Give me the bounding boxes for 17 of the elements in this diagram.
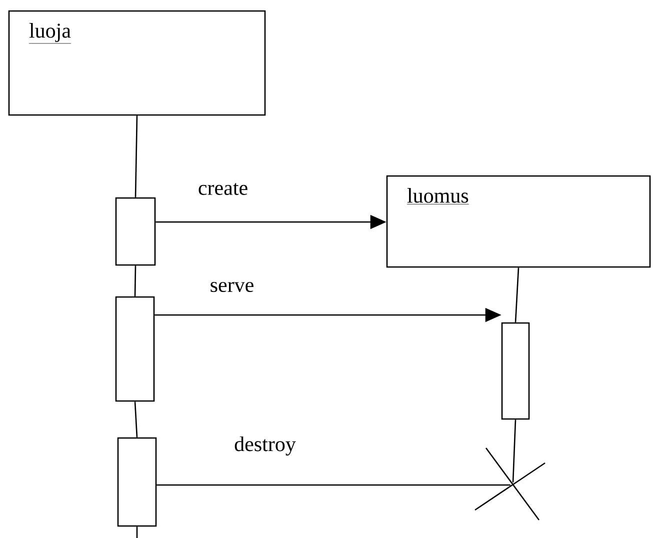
destroy-cross	[474, 448, 546, 520]
message-label: create	[198, 182, 248, 196]
object-box: luomus	[386, 175, 651, 268]
lifeline	[134, 266, 136, 296]
object-box: luoja	[8, 10, 266, 116]
message-label: destroy	[234, 436, 296, 456]
message-label: serve	[210, 282, 254, 292]
activation-bar	[115, 197, 156, 266]
lifeline	[136, 526, 138, 538]
lifeline	[134, 402, 138, 438]
lifeline	[512, 420, 516, 482]
lifeline	[514, 268, 520, 322]
activation-bar	[501, 322, 530, 420]
lifeline	[134, 116, 138, 198]
activation-bar	[117, 437, 157, 527]
message-line	[156, 484, 510, 486]
activation-bar	[115, 296, 155, 402]
